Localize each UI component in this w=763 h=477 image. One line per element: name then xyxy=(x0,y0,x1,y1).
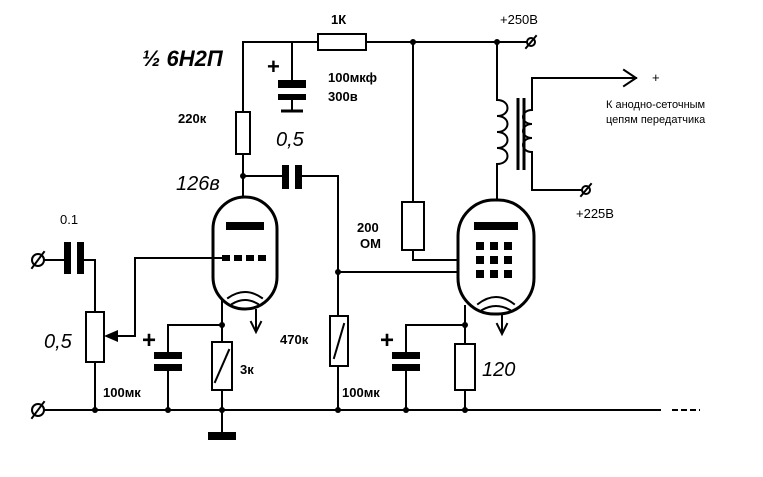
c-05-top-label: 0,5 xyxy=(276,129,305,151)
r-200-label: 200 xyxy=(357,220,379,235)
svg-text:+: + xyxy=(142,327,156,354)
terminal-225v-mark xyxy=(579,182,593,198)
c-100mk-2-label: 100мк xyxy=(342,385,380,400)
output-text-1: К анодно-сеточным xyxy=(606,99,705,111)
pot-wiper-arrow xyxy=(104,330,118,342)
r-120-label: 120 xyxy=(482,359,515,381)
ground-nodes xyxy=(92,407,468,413)
cap-filter-plate-top xyxy=(278,80,306,88)
tube-2-cathode xyxy=(476,296,516,306)
resistor-200 xyxy=(401,201,425,251)
tube-2-grids xyxy=(476,242,512,278)
resistor-120 xyxy=(454,343,476,391)
svg-text:+: + xyxy=(267,54,280,79)
c-100mk-1-label: 100мк xyxy=(103,385,141,400)
r-470k-label: 470к xyxy=(280,332,309,347)
resistor-1k xyxy=(317,33,367,51)
tube-1-cathode xyxy=(226,291,264,300)
potentiometer xyxy=(85,311,105,363)
r-1k-label: 1К xyxy=(331,12,346,27)
cap-filter-plate-bottom xyxy=(278,94,306,100)
cap-cath1-plate1 xyxy=(154,352,182,359)
cap-cath1-plate2 xyxy=(154,364,182,371)
tube2-filament-arrow xyxy=(495,322,509,337)
r-220k-label: 220к xyxy=(178,111,207,126)
resistor-220k xyxy=(235,111,251,155)
ground-terminal-mark xyxy=(30,400,46,420)
cap-cath2-plate2 xyxy=(392,364,420,371)
resistor-470k-mark xyxy=(332,322,346,360)
output-plus-label: + xyxy=(652,70,660,85)
terminal-250v-mark xyxy=(524,34,538,50)
svg-text:+: + xyxy=(380,327,394,354)
tube-2-plate xyxy=(474,222,518,230)
cap-input-plate1 xyxy=(64,242,71,274)
tube1-filament-arrow xyxy=(249,320,263,335)
cap-coupling-plate1 xyxy=(282,165,289,189)
r-200-unit-label: ОМ xyxy=(360,236,381,251)
output-arrow xyxy=(622,68,638,88)
cap-cath2-plate1 xyxy=(392,352,420,359)
v250-label: +250В xyxy=(500,12,538,27)
v225-label: +225В xyxy=(576,206,614,221)
cap-input-plate2 xyxy=(77,242,84,274)
chassis-ground xyxy=(208,432,236,440)
tube-1-heater xyxy=(230,299,260,306)
c-01-label: 0.1 xyxy=(60,212,78,227)
tube-label: ½ 6Н2П xyxy=(142,46,224,71)
cap-coupling-plate2 xyxy=(295,165,302,189)
output-text-2: цепям передатчика xyxy=(606,114,706,126)
tube-1-plate xyxy=(226,222,264,230)
transformer-primary xyxy=(495,98,509,166)
transformer-secondary xyxy=(522,108,534,154)
resistor-3k-mark xyxy=(213,348,231,384)
input-terminal-mark xyxy=(30,250,46,270)
tube-2-heater xyxy=(480,305,512,312)
c-100mkf-label: 100мкф xyxy=(328,70,377,85)
r-3k-label: 3к xyxy=(240,362,254,377)
c-300v-label: 300в xyxy=(328,89,358,104)
v126-label: 126в xyxy=(176,173,220,195)
pot-05-label: 0,5 xyxy=(44,331,73,353)
